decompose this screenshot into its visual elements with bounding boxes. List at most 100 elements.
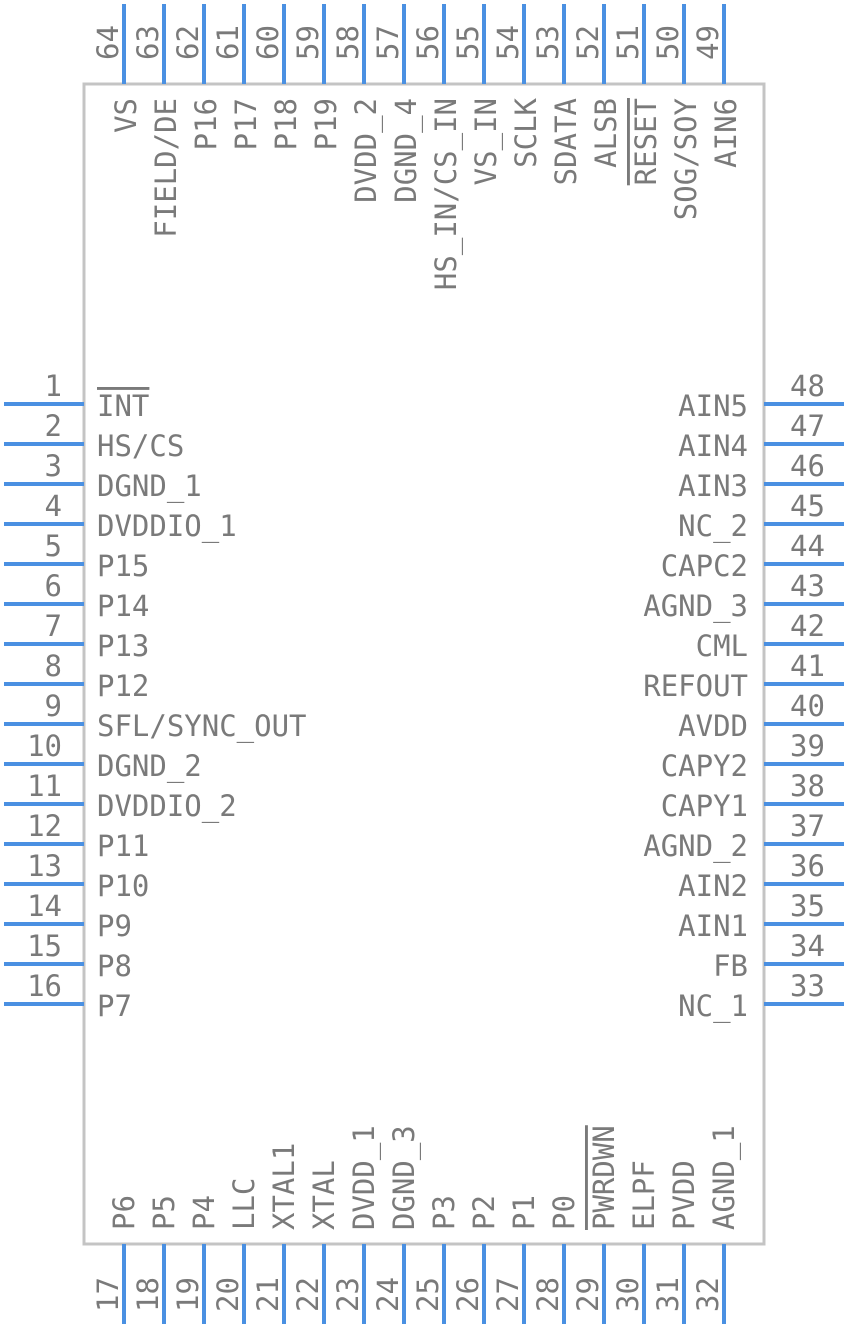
pin-label: ELPF	[627, 1160, 661, 1230]
pin-label: DVDDIO_2	[97, 789, 237, 824]
pin-label: DGND_4	[389, 98, 424, 203]
pin-label: FB	[713, 949, 748, 983]
pin-label: DVDD_2	[349, 98, 384, 203]
pin-label: LLC	[227, 1178, 261, 1230]
pin-label: DGND_2	[97, 749, 202, 784]
pin-label: HS/CS	[97, 429, 184, 463]
pin-number: 11	[27, 769, 62, 803]
pin-number: 44	[790, 529, 825, 563]
pin-number: 23	[331, 1277, 365, 1312]
top-pin-group: 64VS63FIELD/DE62P1661P1760P1859P1958DVDD…	[91, 4, 743, 290]
pin-label: NC_2	[678, 509, 748, 544]
pin-number: 61	[211, 25, 245, 60]
pin-label: SFL/SYNC_OUT	[97, 709, 307, 744]
pin-label: DVDD_1	[347, 1125, 382, 1230]
pin-number: 24	[371, 1277, 405, 1312]
pin-label: P5	[147, 1195, 181, 1230]
pin-label: P4	[187, 1195, 221, 1230]
pin-label: P3	[427, 1195, 461, 1230]
pin-number: 15	[27, 929, 62, 963]
pin-number: 56	[411, 25, 445, 60]
pin-label: HS_IN/CS_IN	[429, 98, 464, 290]
pin-number: 22	[291, 1277, 325, 1312]
pin-label: AVDD	[678, 709, 748, 743]
pin-number: 37	[790, 809, 825, 843]
pin-number: 1	[45, 369, 62, 403]
pin-label: AIN4	[678, 429, 748, 463]
pin-number: 50	[651, 25, 685, 60]
pin-number: 27	[491, 1277, 525, 1312]
pin-number: 4	[45, 489, 62, 523]
pin-number: 58	[331, 25, 365, 60]
pin-label: DGND_1	[97, 469, 202, 504]
pin-label: P8	[97, 949, 132, 983]
pin-number: 45	[790, 489, 825, 523]
pin-label: PVDD	[667, 1160, 701, 1230]
pin-number: 32	[691, 1277, 725, 1312]
pin-number: 59	[291, 25, 325, 60]
pin-number: 36	[790, 849, 825, 883]
pin-number: 42	[790, 609, 825, 643]
pin-number: 10	[27, 729, 62, 763]
pin-label: AIN6	[709, 98, 743, 168]
pin-number: 25	[411, 1277, 445, 1312]
pin-label: AIN5	[678, 389, 748, 423]
pin-number: 33	[790, 969, 825, 1003]
pin-number: 2	[45, 409, 62, 443]
pin-number: 9	[45, 689, 62, 723]
pin-label: P12	[97, 669, 149, 703]
pin-label: AIN2	[678, 869, 748, 903]
pin-number: 28	[531, 1277, 565, 1312]
left-pin-group: 1INT2HS/CS3DGND_14DVDDIO_15P156P147P138P…	[4, 369, 307, 1023]
pin-number: 31	[651, 1277, 685, 1312]
pin-label: P13	[97, 629, 149, 663]
pin-label: P15	[97, 549, 149, 583]
pin-label: DVDDIO_1	[97, 509, 237, 544]
right-pin-group: 48AIN547AIN446AIN345NC_244CAPC243AGND_34…	[643, 369, 844, 1024]
pin-label: NC_1	[678, 989, 748, 1024]
pin-number: 21	[251, 1277, 285, 1312]
pin-label: P0	[547, 1195, 581, 1230]
pin-number: 47	[790, 409, 825, 443]
pin-number: 51	[611, 25, 645, 60]
pin-label: CML	[696, 629, 748, 663]
pin-number: 14	[27, 889, 62, 923]
pin-number: 29	[571, 1277, 605, 1312]
pin-label: INT	[97, 389, 149, 423]
pin-label: P9	[97, 909, 132, 943]
pin-number: 43	[790, 569, 825, 603]
pin-label: P14	[97, 589, 149, 623]
pin-number: 13	[27, 849, 62, 883]
pin-number: 20	[211, 1277, 245, 1312]
pin-number: 6	[45, 569, 62, 603]
pin-label: SCLK	[509, 97, 543, 167]
pin-label: AGND_3	[643, 589, 748, 624]
pin-label: P11	[97, 829, 149, 863]
pin-number: 38	[790, 769, 825, 803]
pin-number: 63	[131, 25, 165, 60]
pin-label: RESET	[629, 98, 663, 185]
pin-label: VS_IN	[469, 98, 504, 185]
pin-label: PWRDWN	[587, 1125, 621, 1230]
pin-label: CAPY1	[661, 789, 748, 823]
pin-number: 16	[27, 969, 62, 1003]
pin-label: XTAL1	[267, 1143, 301, 1230]
pin-number: 3	[45, 449, 62, 483]
pin-number: 53	[531, 25, 565, 60]
pin-label: AIN1	[678, 909, 748, 943]
pin-number: 39	[790, 729, 825, 763]
pin-number: 12	[27, 809, 62, 843]
pin-label: SDATA	[549, 98, 583, 185]
pin-label: AGND_1	[707, 1125, 742, 1230]
pin-label: AGND_2	[643, 829, 748, 864]
pin-number: 8	[45, 649, 62, 683]
pin-label: ALSB	[589, 98, 623, 168]
pin-label: AIN3	[678, 469, 748, 503]
pin-number: 46	[790, 449, 825, 483]
pin-number: 19	[171, 1277, 205, 1312]
pin-label: CAPC2	[661, 549, 748, 583]
pin-label: P1	[507, 1195, 541, 1230]
pin-number: 30	[611, 1277, 645, 1312]
pin-number: 60	[251, 25, 285, 60]
pin-label: P10	[97, 869, 149, 903]
